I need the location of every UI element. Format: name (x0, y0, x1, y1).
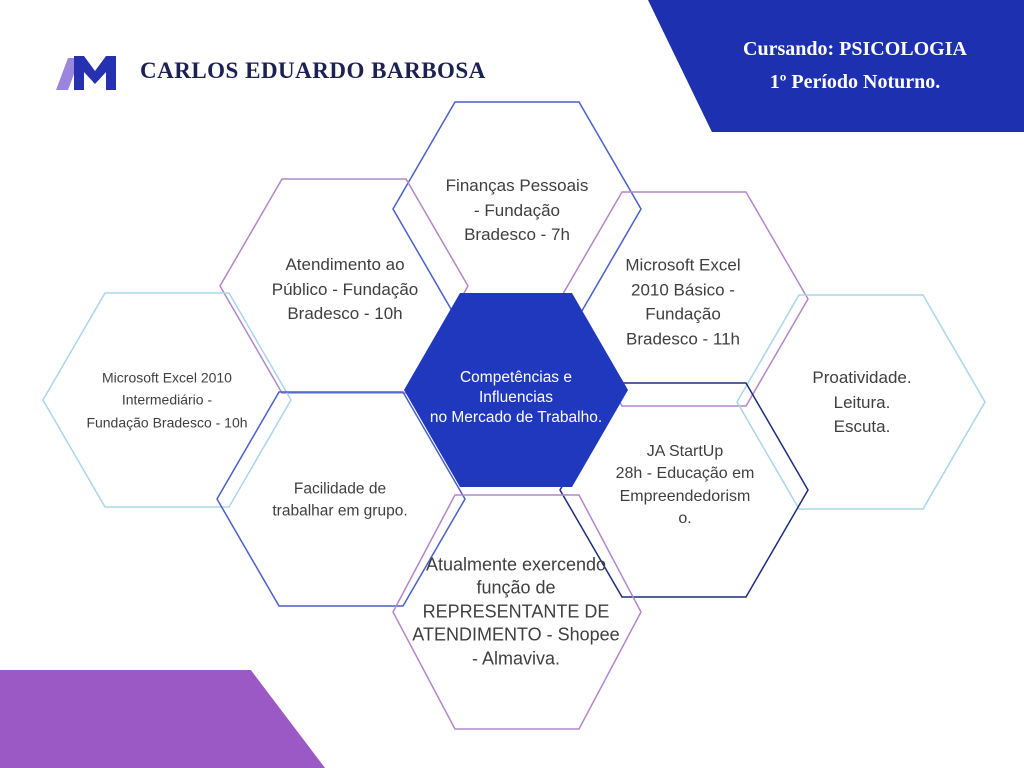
hexagon-excel-basico-outline (559, 191, 809, 407)
hexagon-financas-pessoais-label: Finanças Pessoais - Fundação Bradesco - … (445, 176, 589, 245)
hexagon-atual-funcao-label: Atualmente exercendo função de REPRESENT… (412, 554, 620, 669)
logo-mark (56, 56, 116, 90)
center-hexagon-label: Competências e Influencias no Mercado de… (429, 368, 603, 427)
logo-m-shape (74, 56, 116, 90)
hexagon-atendimento-publico-label: Atendimento ao Público - Fundação Brades… (271, 255, 419, 324)
hexagon-facilidade-grupo-label: Facilidade de trabalhar em grupo. (272, 480, 408, 520)
course-banner-line2: 1º Período Noturno. (769, 71, 941, 93)
hexagon-atual-funcao-outline (392, 494, 642, 730)
hexagon-facilidade-grupo-outline (216, 391, 466, 607)
hexagon-excel-intermediario-outline (42, 292, 292, 508)
hexagon-proatividade-label: Proatividade. Leitura. Escuta. (812, 368, 912, 437)
hexagon-proatividade-outline (736, 294, 986, 510)
hexagon-atendimento-publico-outline (219, 178, 469, 394)
profile-name: CARLOS EDUARDO BARBOSA (140, 58, 486, 83)
hexagon-excel-basico-label: Microsoft Excel 2010 Básico - Fundação B… (625, 255, 741, 349)
hexagon-excel-intermediario-label: Microsoft Excel 2010 Intermediário - Fun… (86, 369, 248, 431)
course-banner-line1: Cursando: PSICOLOGIA (743, 38, 967, 60)
hexagon-ja-startup-label: JA StartUp 28h - Educação em Empreendedo… (615, 443, 755, 528)
center-hexagon-shape (404, 293, 628, 487)
course-banner: Cursando: PSICOLOGIA 1º Período Noturno. (648, 0, 1024, 132)
